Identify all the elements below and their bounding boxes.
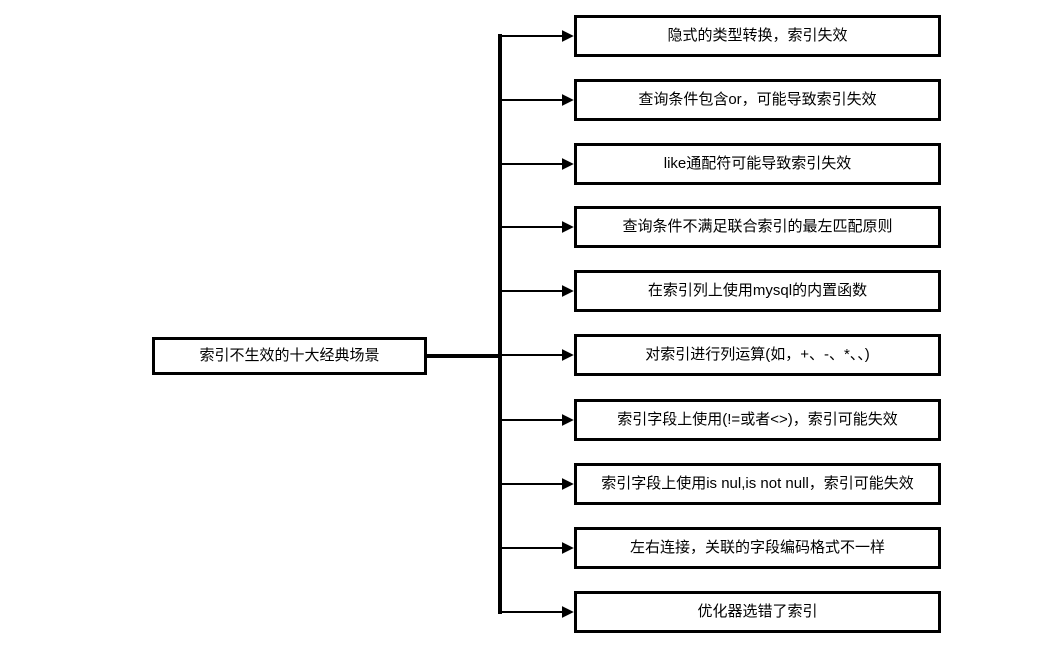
branch-node: 隐式的类型转换，索引失效 [574, 15, 941, 57]
branch-node: 索引字段上使用(!=或者<>)，索引可能失效 [574, 399, 941, 441]
root-node: 索引不生效的十大经典场景 [152, 337, 427, 375]
branch-node: 索引字段上使用is nul,is not null，索引可能失效 [574, 463, 941, 505]
branch-node: 查询条件包含or，可能导致索引失效 [574, 79, 941, 121]
branch-label: 优化器选错了索引 [697, 603, 818, 620]
root-label: 索引不生效的十大经典场景 [199, 347, 380, 364]
branch-label: 索引字段上使用(!=或者<>)，索引可能失效 [617, 411, 898, 428]
branch-node: 在索引列上使用mysql的内置函数 [574, 270, 941, 312]
branch-node: 优化器选错了索引 [574, 591, 941, 633]
branch-label: 索引字段上使用is nul,is not null，索引可能失效 [601, 475, 914, 492]
branch-node: 左右连接，关联的字段编码格式不一样 [574, 527, 941, 569]
branch-node: like通配符可能导致索引失效 [574, 143, 941, 185]
branch-label: like通配符可能导致索引失效 [663, 155, 852, 172]
branch-label: 在索引列上使用mysql的内置函数 [647, 282, 868, 299]
branch-label: 查询条件不满足联合索引的最左匹配原则 [622, 218, 893, 235]
branch-label: 左右连接，关联的字段编码格式不一样 [629, 539, 885, 556]
branch-node: 对索引进行列运算(如，+、-、*、、) [574, 334, 941, 376]
branch-label: 查询条件包含or，可能导致索引失效 [638, 91, 877, 108]
branch-label: 对索引进行列运算(如，+、-、*、、) [645, 346, 870, 363]
branch-node: 查询条件不满足联合索引的最左匹配原则 [574, 206, 941, 248]
branch-label: 隐式的类型转换，索引失效 [667, 27, 848, 44]
